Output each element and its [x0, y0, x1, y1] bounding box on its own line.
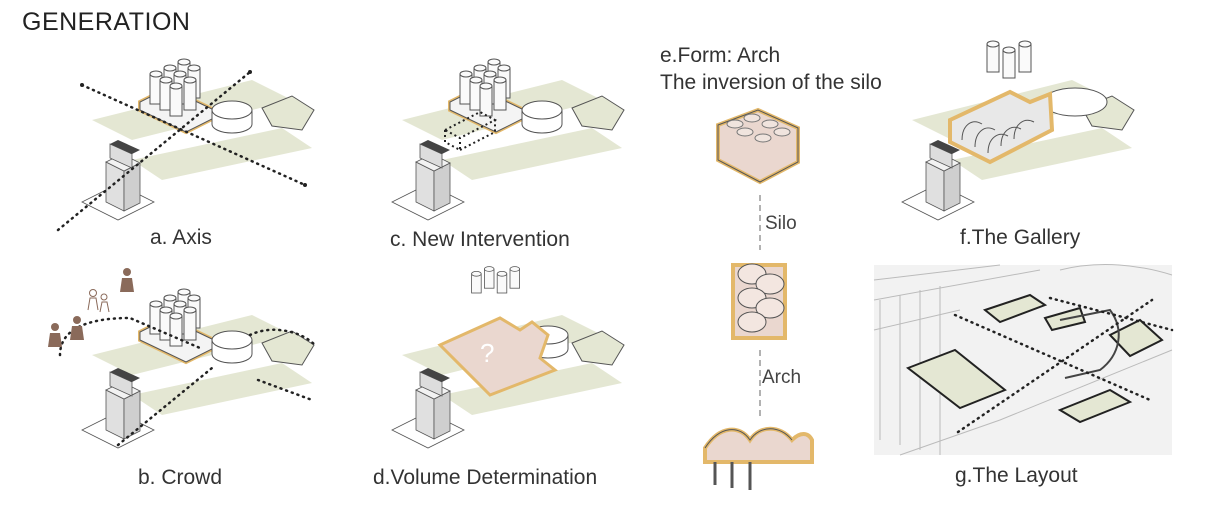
panel-b-crowd — [48, 268, 317, 449]
unknown-volume-mark: ? — [480, 338, 494, 368]
panel-f-gallery — [901, 40, 1135, 221]
arch-form — [703, 426, 814, 490]
panel-g-layout — [873, 264, 1174, 456]
form-arch-title: e.Form: Arch The inversion of the silo — [660, 42, 882, 96]
silo-form — [716, 107, 800, 185]
form-arch-title-line2: The inversion of the silo — [660, 71, 882, 94]
step-label-arch: Arch — [762, 367, 802, 388]
page-title: GENERATION — [22, 8, 191, 36]
caption-g-layout: g.The Layout — [955, 464, 1078, 487]
caption-a-axis: a. Axis — [150, 226, 212, 249]
panel-e-form-arch — [703, 107, 814, 490]
crowd-figures — [48, 268, 134, 347]
panel-a-axis — [56, 57, 315, 232]
cylinder-stack — [731, 263, 787, 340]
panel-d-volume-determination: ? — [391, 266, 625, 449]
caption-f-gallery: f.The Gallery — [960, 226, 1081, 249]
caption-c-new-intervention: c. New Intervention — [390, 228, 570, 251]
step-label-silo: Silo — [765, 213, 797, 234]
caption-b-crowd: b. Crowd — [138, 466, 223, 489]
caption-d-volume-determination: d.Volume Determination — [373, 466, 598, 489]
panel-c-new-intervention — [391, 57, 625, 221]
form-arch-title-line1: e.Form: Arch — [660, 44, 781, 67]
